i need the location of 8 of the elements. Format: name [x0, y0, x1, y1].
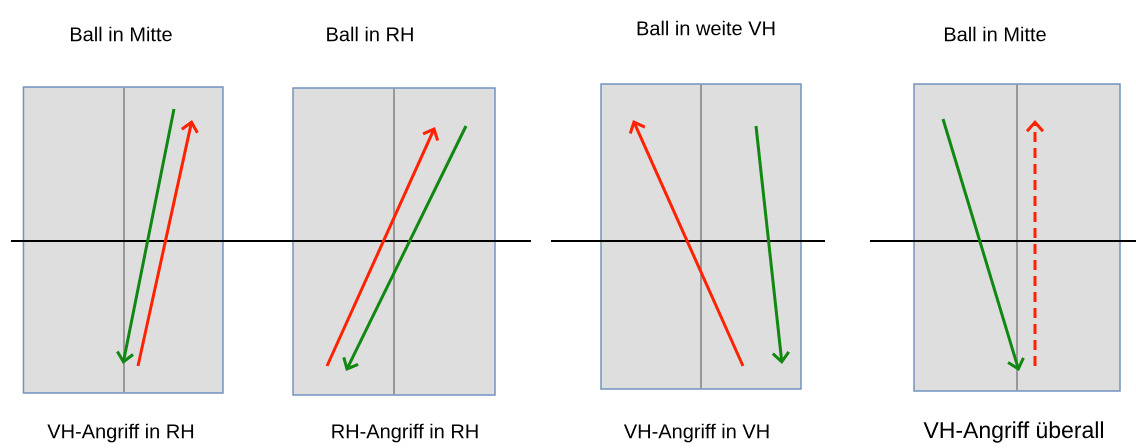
panel-title: Ball in Mitte	[70, 26, 172, 42]
panel-caption: VH-Angriff überall	[923, 421, 1103, 443]
panel-title: Ball in weite VH	[637, 20, 775, 36]
panel-caption: VH-Angriff in VH	[623, 423, 769, 443]
panel-title: Ball in RH	[327, 26, 413, 42]
panel-caption: VH-Angriff in RH	[47, 423, 194, 443]
panel-caption: RH-Angriff in RH	[332, 423, 478, 443]
panel-title: Ball in Mitte	[944, 26, 1046, 42]
